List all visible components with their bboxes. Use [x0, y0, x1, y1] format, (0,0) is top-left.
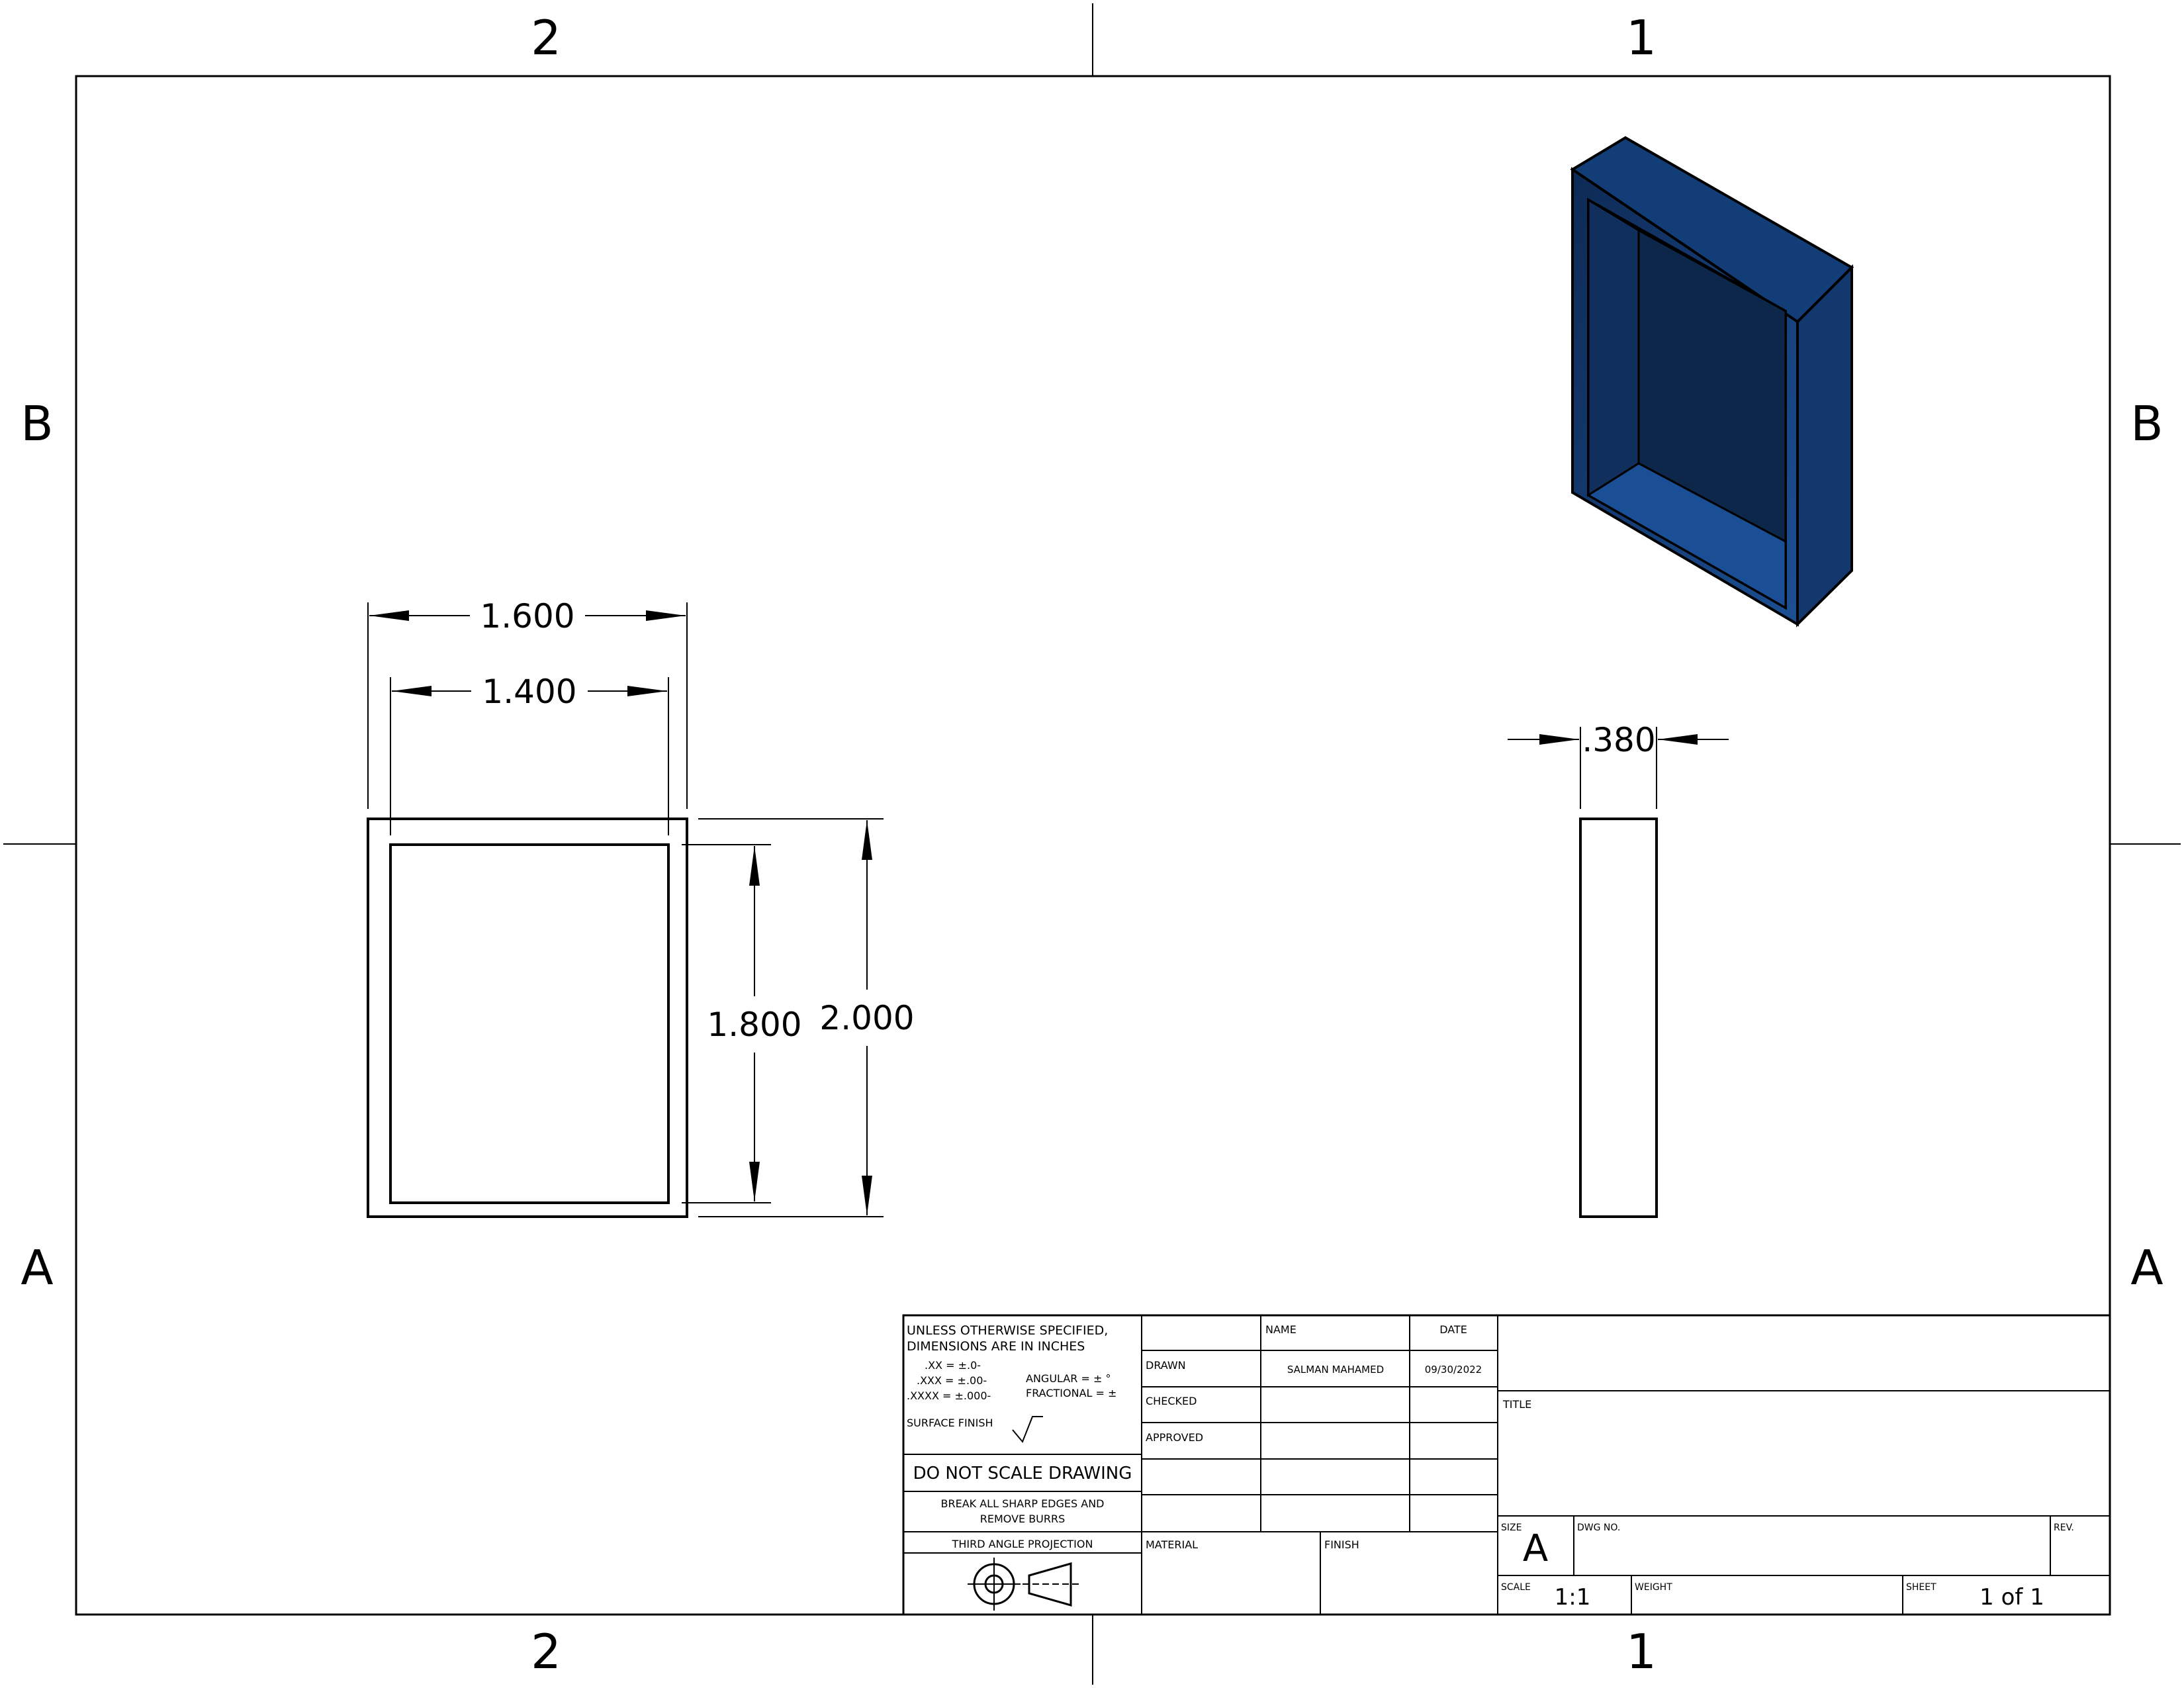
dim-outer-width: 1.600 — [369, 597, 686, 635]
zone-row-b-right: B — [2130, 396, 2163, 451]
break-edges-line2: REMOVE BURRS — [980, 1513, 1066, 1525]
dim-depth: .380 — [1508, 721, 1729, 759]
zone-col-2-bottom: 2 — [531, 1624, 561, 1679]
dim-outer-height: 2.000 — [819, 820, 915, 1215]
material-label: MATERIAL — [1146, 1538, 1198, 1551]
do-not-scale-note: DO NOT SCALE DRAWING — [913, 1464, 1132, 1483]
drawn-date: 09/30/2022 — [1425, 1364, 1482, 1376]
row-drawn-label: DRAWN — [1146, 1359, 1186, 1372]
dim-outer-width-label: 1.600 — [480, 597, 574, 635]
dim-inner-height-label: 1.800 — [707, 1006, 801, 1044]
sheet-border — [3, 3, 2181, 1685]
size-value: A — [1523, 1527, 1548, 1570]
break-edges-line1: BREAK ALL SHARP EDGES AND — [941, 1497, 1105, 1510]
projection-label: THIRD ANGLE PROJECTION — [952, 1538, 1093, 1550]
rev-label: REV. — [2054, 1523, 2074, 1533]
zone-col-1-bottom: 1 — [1626, 1624, 1657, 1679]
tolerance-note-line1: UNLESS OTHERWISE SPECIFIED, — [907, 1323, 1108, 1338]
size-label: SIZE — [1501, 1523, 1522, 1533]
zone-row-a-left: A — [21, 1240, 53, 1295]
dim-inner-width-label: 1.400 — [482, 673, 576, 711]
surface-finish-icon — [1012, 1416, 1043, 1443]
drawn-by-name: SALMAN MAHAMED — [1287, 1364, 1384, 1376]
title-label: TITLE — [1502, 1398, 1531, 1411]
dim-inner-height: 1.800 — [707, 846, 802, 1201]
dim-depth-label: .380 — [1582, 721, 1655, 759]
third-angle-projection-icon — [968, 1558, 1079, 1611]
tolerance-xxx: .XXX = ±.00- — [917, 1374, 987, 1387]
front-outer-edge — [367, 818, 688, 1218]
col-date-header: DATE — [1439, 1323, 1467, 1336]
weight-label: WEIGHT — [1635, 1582, 1672, 1593]
sheet-value: 1 of 1 — [1979, 1584, 2044, 1611]
tolerance-note-line2: DIMENSIONS ARE IN INCHES — [907, 1339, 1085, 1354]
surface-finish-label: SURFACE FINISH — [907, 1417, 993, 1429]
dim-outer-height-label: 2.000 — [819, 999, 914, 1037]
zone-row-a-right: A — [2130, 1240, 2163, 1295]
front-view: 1.600 1.400 1.800 2.000 — [367, 597, 915, 1218]
finish-label: FINISH — [1324, 1538, 1359, 1551]
zone-col-2-top: 2 — [531, 10, 561, 66]
tolerance-xx: .XX = ±.0- — [925, 1359, 981, 1372]
isometric-view — [1570, 136, 1854, 628]
row-approved-label: APPROVED — [1146, 1431, 1203, 1444]
sheet-label: SHEET — [1906, 1582, 1936, 1593]
side-outline — [1579, 818, 1658, 1218]
dwg-no-label: DWG NO. — [1577, 1523, 1620, 1533]
scale-value: 1:1 — [1555, 1584, 1591, 1611]
col-name-header: NAME — [1265, 1323, 1297, 1336]
dim-inner-width: 1.400 — [392, 673, 667, 711]
row-checked-label: CHECKED — [1146, 1395, 1197, 1407]
front-inner-edge — [389, 843, 670, 1204]
title-block: UNLESS OTHERWISE SPECIFIED, DIMENSIONS A… — [902, 1314, 2111, 1616]
zone-row-b-left: B — [21, 396, 53, 451]
zone-labels: 2 1 2 1 B B A A — [21, 10, 2163, 1679]
tolerance-fractional: FRACTIONAL = ± — [1026, 1387, 1116, 1399]
side-view: .380 — [1508, 721, 1729, 1218]
zone-col-1-top: 1 — [1626, 10, 1657, 66]
scale-label: SCALE — [1501, 1582, 1531, 1593]
tolerance-xxxx: .XXXX = ±.000- — [907, 1389, 991, 1402]
tolerance-angular: ANGULAR = ± ° — [1026, 1372, 1111, 1385]
